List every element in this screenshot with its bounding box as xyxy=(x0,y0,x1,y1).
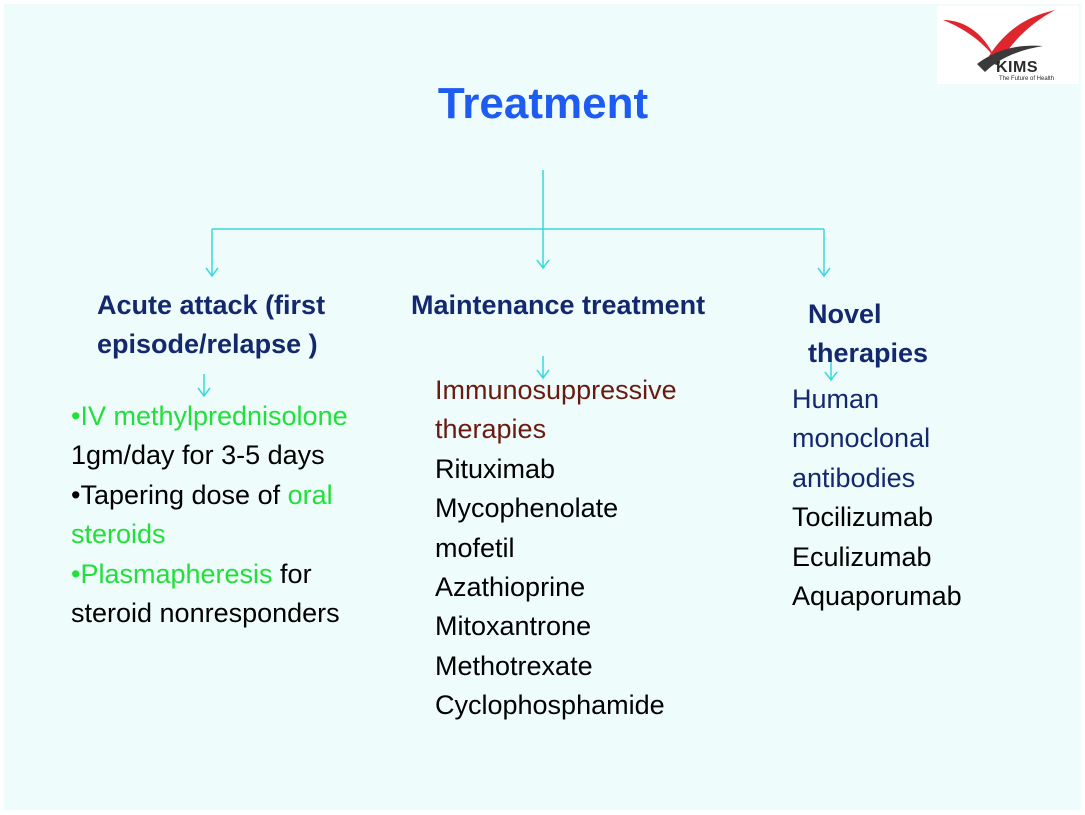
acute-heading: Acute attack (first episode/relapse ) xyxy=(97,286,325,365)
novel-drug: Eculizumab xyxy=(792,541,932,572)
logo-tagline: The Future of Health xyxy=(999,76,1055,82)
arrow-acute-sub-icon xyxy=(197,387,211,398)
maintenance-drug: Mycophenolate xyxy=(435,493,619,524)
novel-category-line3: antibodies xyxy=(792,462,916,493)
novel-category-line1: Human xyxy=(792,384,880,414)
kims-logo: KIMS The Future of Health xyxy=(937,6,1079,84)
logo-wordmark: KIMS xyxy=(996,59,1038,76)
novel-drug: Aquaporumab xyxy=(792,580,962,611)
novel-heading-line1: Novel xyxy=(808,299,882,329)
slide-background xyxy=(4,4,1081,810)
novel-category-line2: monoclonal xyxy=(792,423,931,454)
maintenance-heading: Maintenance treatment xyxy=(411,286,705,325)
maintenance-drug: Cyclophosphamide xyxy=(435,690,665,721)
acute-taper-prefix: •Tapering dose of xyxy=(71,479,288,510)
novel-drug: Tocilizumab xyxy=(792,502,934,533)
logo-swoosh-icon xyxy=(943,10,1055,72)
novel-heading: Novel therapies xyxy=(808,295,928,374)
maintenance-list: Immunosuppressive therapies Rituximab My… xyxy=(435,371,677,726)
page-title: Treatment xyxy=(437,79,649,128)
arrow-acute-icon xyxy=(205,267,219,278)
maintenance-drug: Azathioprine xyxy=(435,571,586,602)
arrow-maintenance-sub-icon xyxy=(536,369,550,380)
novel-heading-line2: therapies xyxy=(808,338,929,369)
maintenance-category-line2: therapies xyxy=(435,414,547,445)
arrow-maintenance-icon xyxy=(536,259,550,270)
maintenance-drug: Rituximab xyxy=(435,453,556,484)
arrow-novel-sub-icon xyxy=(824,371,838,382)
novel-list: Human monoclonal antibodies Tocilizumab … xyxy=(792,380,962,616)
acute-list: •IV methylprednisolone 1gm/day for 3-5 d… xyxy=(71,397,348,633)
maintenance-heading-text: Maintenance treatment xyxy=(411,290,706,320)
acute-taper-steroids: steroids xyxy=(71,519,166,550)
maintenance-drug: Methotrexate xyxy=(435,650,593,681)
maintenance-drug: mofetil xyxy=(435,532,515,563)
acute-item-plasma: •Plasmapheresis for xyxy=(71,555,348,594)
acute-plasma-line2: steroid nonresponders xyxy=(71,597,340,628)
acute-plasma-highlight: •Plasmapheresis xyxy=(71,558,273,589)
maintenance-drug: Mitoxantrone xyxy=(435,611,592,642)
acute-item-iv-dose: 1gm/day for 3-5 days xyxy=(71,440,325,471)
acute-heading-line1: Acute attack (first xyxy=(97,290,326,320)
acute-item-iv: •IV methylprednisolone xyxy=(71,401,348,431)
acute-taper-highlight: oral xyxy=(287,479,333,510)
acute-heading-line2: episode/relapse ) xyxy=(97,329,318,360)
maintenance-category-line1: Immunosuppressive xyxy=(435,375,677,405)
acute-plasma-suffix: for xyxy=(272,558,312,589)
acute-item-taper: •Tapering dose of oral xyxy=(71,476,348,515)
arrow-novel-icon xyxy=(817,267,831,278)
